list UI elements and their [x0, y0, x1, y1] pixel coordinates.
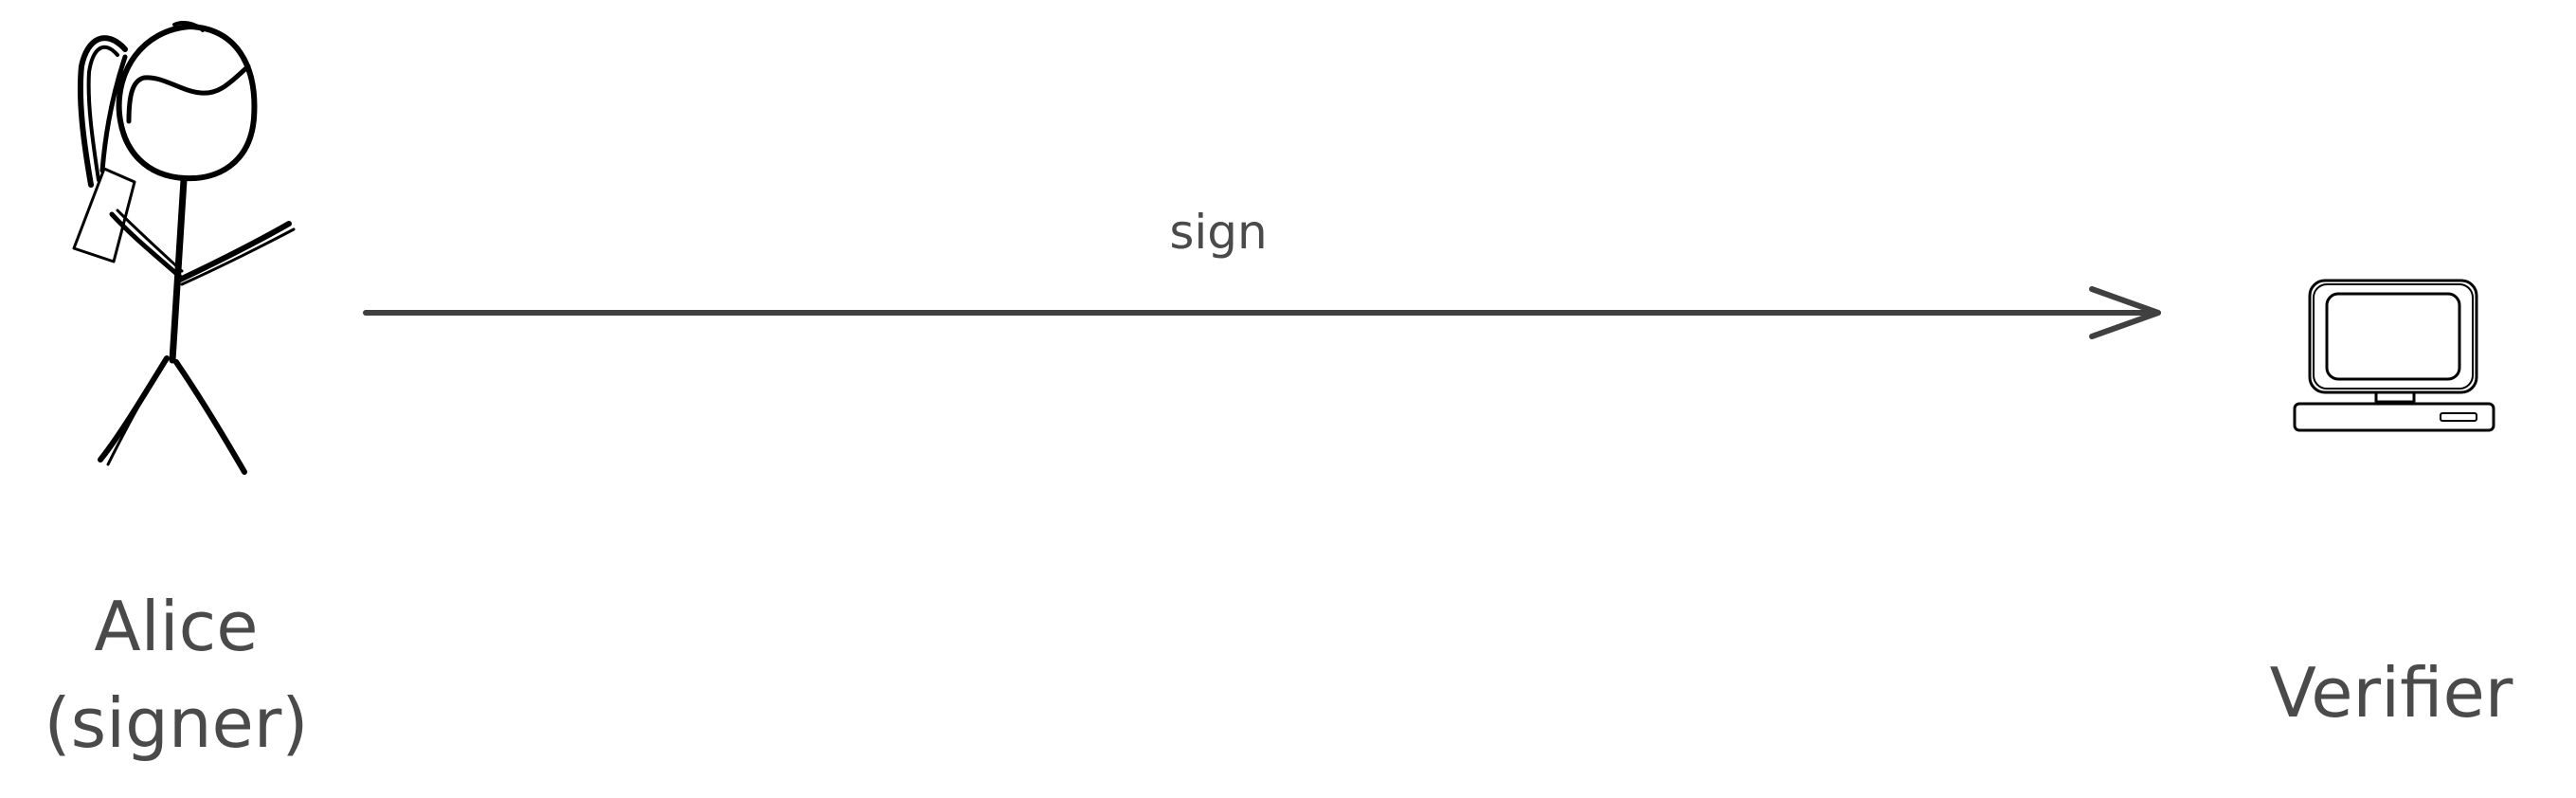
edge-label: sign — [1169, 205, 1267, 260]
edge-alice-to-verifier[interactable]: sign — [363, 205, 2161, 339]
arrowhead-icon — [2089, 286, 2161, 339]
person-icon — [72, 21, 296, 475]
alice-node[interactable]: Alice (signer) — [45, 21, 309, 763]
verifier-node[interactable]: Verifier — [2270, 279, 2513, 733]
alice-label-line-2: (signer) — [45, 683, 309, 763]
alice-label-line-1: Alice — [94, 587, 258, 666]
verifier-label: Verifier — [2270, 653, 2513, 733]
computer-icon — [2293, 279, 2495, 432]
